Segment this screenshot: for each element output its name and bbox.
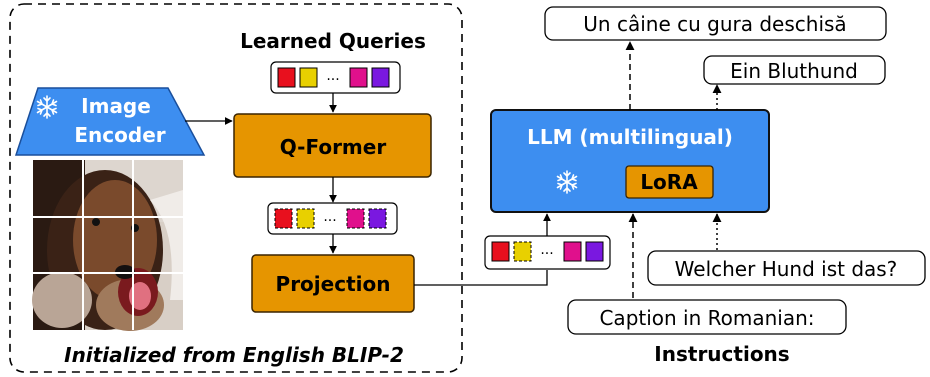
- instructions-title: Instructions: [654, 342, 789, 366]
- projected-tokens-strip: ···: [484, 235, 611, 270]
- blip2-panel: [9, 3, 463, 373]
- image-encoder-block: [14, 87, 206, 156]
- german-question-text: Welcher Hund ist das?: [675, 257, 898, 281]
- german-output-text: Ein Bluthund: [730, 59, 858, 83]
- qformer-output-ellipsis: ···: [323, 213, 336, 229]
- image-encoder-line2: Encoder: [74, 123, 165, 147]
- learned-queries-strip: ···: [270, 61, 401, 94]
- learned-queries-title: Learned Queries: [240, 29, 426, 53]
- projection-block: [251, 254, 415, 313]
- llm-label: LLM (multilingual): [527, 125, 733, 149]
- german-question-box: [647, 250, 926, 286]
- projected-tokens-ellipsis: ···: [540, 246, 553, 262]
- image-encoder-line1: Image: [81, 94, 151, 118]
- dog-image: [32, 160, 183, 331]
- lora-block: [625, 165, 714, 199]
- romanian-output-text: Un câine cu gura deschisă: [583, 12, 846, 36]
- german-output-box: [703, 55, 886, 85]
- romanian-output-box: [544, 6, 887, 41]
- projection-label: Projection: [276, 272, 391, 296]
- projection-to-llm-connector: [414, 270, 548, 286]
- romanian-prompt-box: [567, 299, 847, 335]
- romanian-prompt-text: Caption in Romanian:: [599, 306, 814, 330]
- lora-label: LoRA: [640, 170, 698, 194]
- qformer-output-strip: ···: [267, 202, 398, 235]
- panel-footer: Initialized from English BLIP-2: [64, 343, 404, 367]
- qformer-label: Q-Former: [280, 135, 387, 159]
- learned-queries-ellipsis: ···: [326, 72, 339, 88]
